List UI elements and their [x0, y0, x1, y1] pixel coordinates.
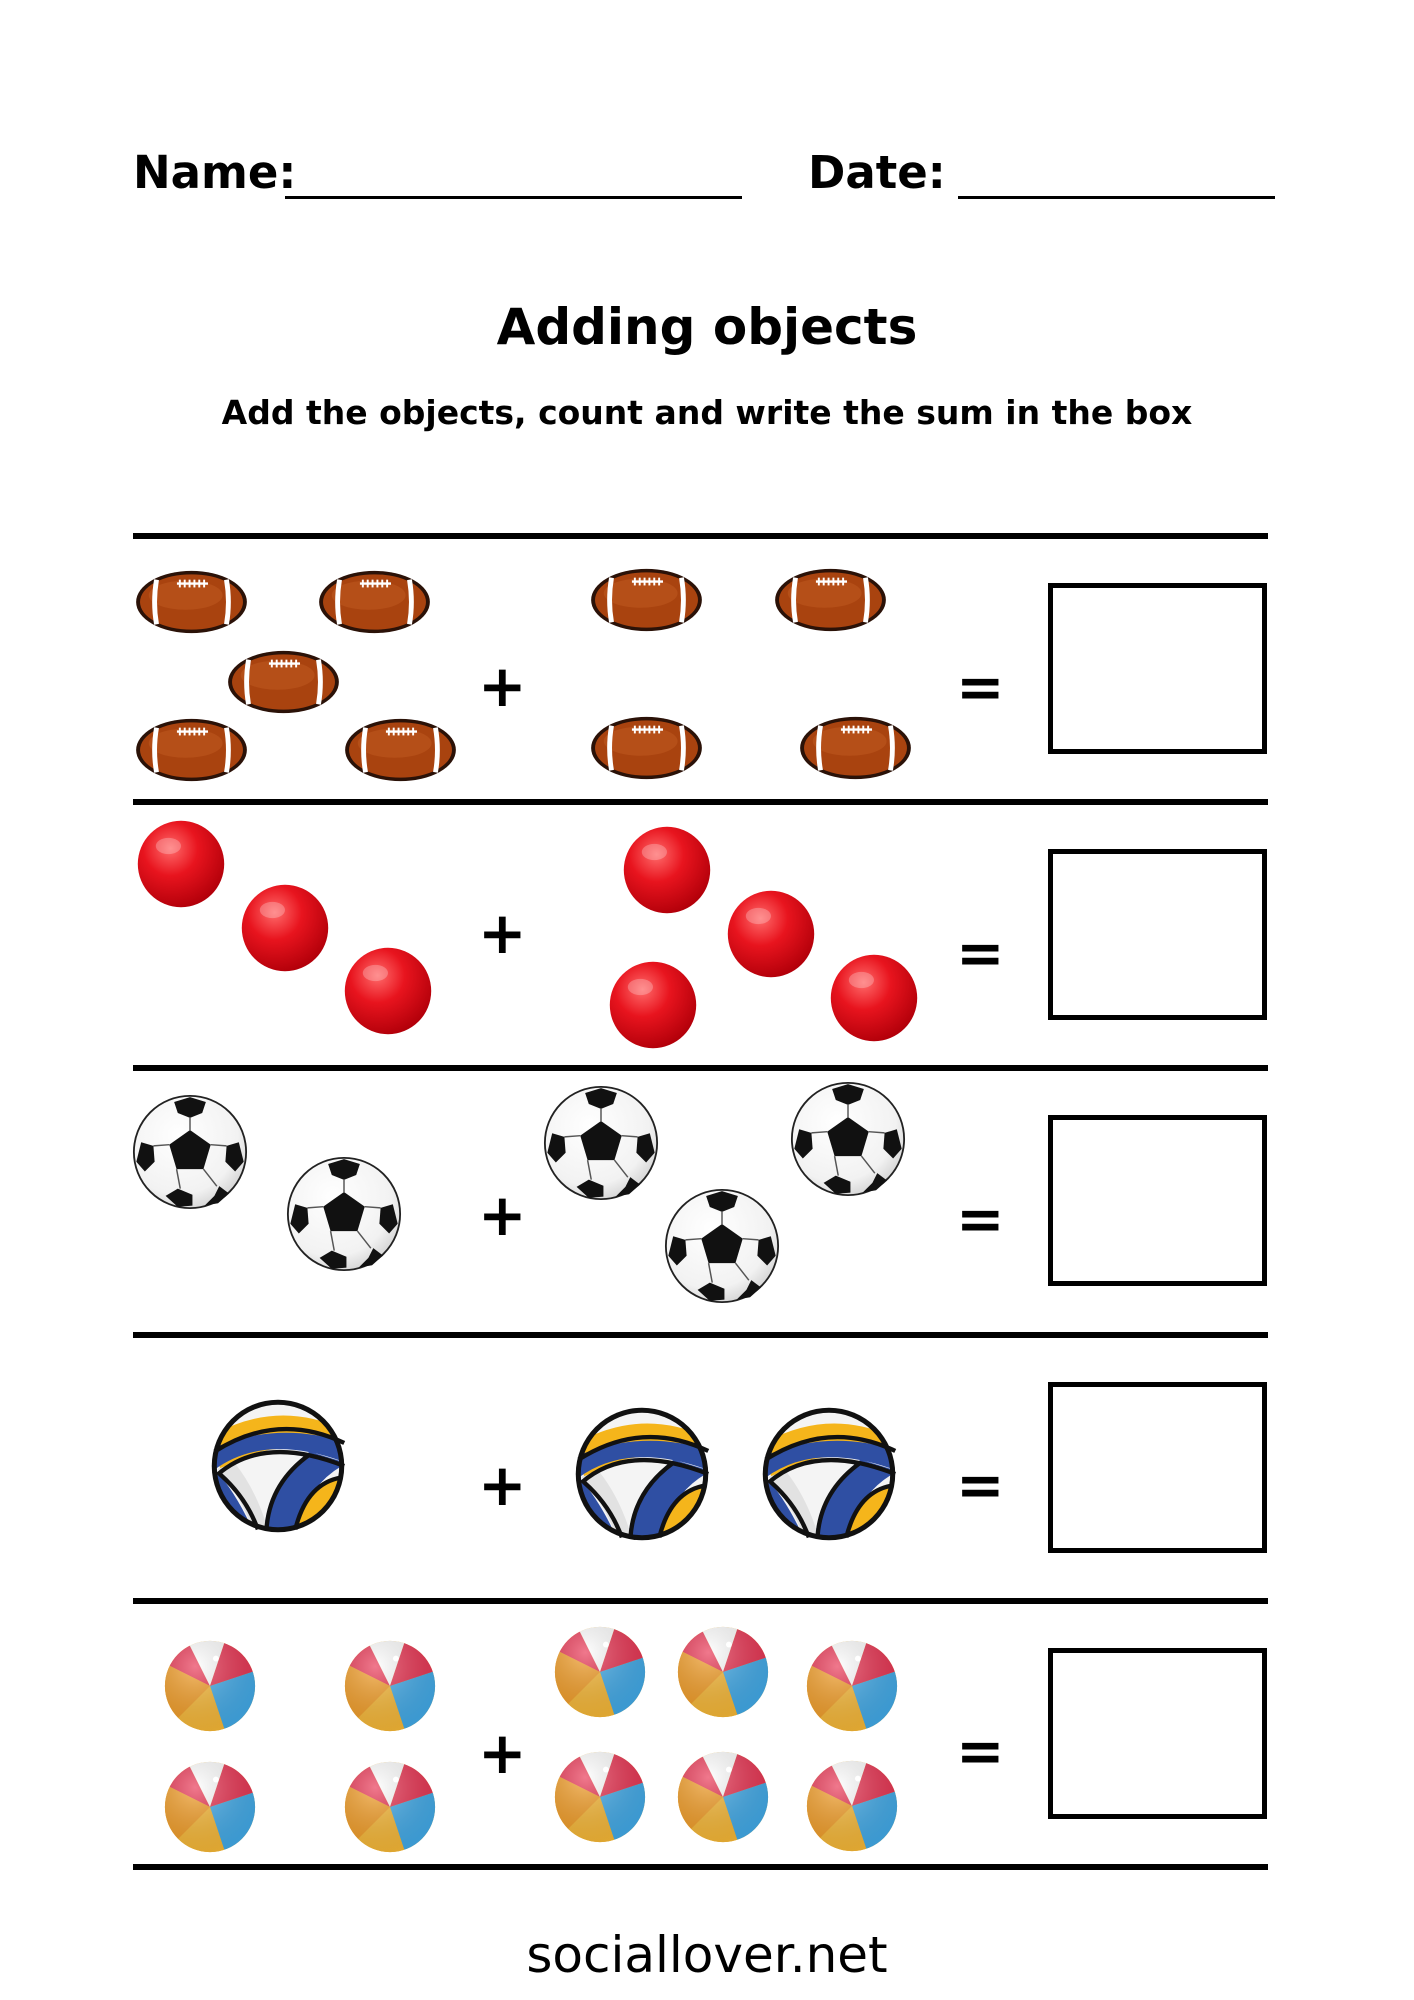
row-divider — [133, 799, 1268, 805]
row-divider — [133, 1864, 1268, 1870]
equals-sign: = — [956, 1717, 1005, 1785]
american-football-icon — [797, 714, 914, 782]
beach-ball-icon — [341, 1758, 439, 1856]
beach-ball-icon — [341, 1637, 439, 1735]
soccer-ball-icon — [540, 1082, 662, 1204]
red-ball-icon — [240, 883, 330, 973]
worksheet-title: Adding objects — [496, 298, 918, 356]
plus-sign: + — [478, 652, 527, 720]
problem-row: + = — [0, 0, 1414, 260]
equals-sign: = — [956, 919, 1005, 987]
plus-sign: + — [478, 1719, 527, 1787]
answer-box[interactable] — [1048, 1115, 1267, 1286]
footer-site: sociallover.net — [526, 1926, 888, 1984]
name-line[interactable] — [285, 196, 742, 199]
answer-box[interactable] — [1048, 1648, 1267, 1819]
problem-row: + = — [0, 0, 1414, 260]
american-football-icon — [133, 716, 250, 784]
red-ball-icon — [829, 953, 919, 1043]
volleyball-icon — [570, 1402, 714, 1546]
beach-ball-icon — [674, 1623, 772, 1721]
answer-box[interactable] — [1048, 849, 1267, 1020]
row-divider — [133, 1598, 1268, 1604]
date-label: Date: — [808, 146, 946, 199]
american-football-icon — [772, 566, 889, 634]
soccer-ball-icon — [283, 1153, 405, 1275]
problem-row: + = — [0, 0, 1414, 260]
soccer-ball-icon — [129, 1091, 251, 1213]
american-football-icon — [588, 714, 705, 782]
row-divider — [133, 533, 1268, 539]
answer-box[interactable] — [1048, 583, 1267, 754]
beach-ball-icon — [161, 1758, 259, 1856]
red-ball-icon — [136, 819, 226, 909]
american-football-icon — [342, 716, 459, 784]
problem-row: + = — [0, 0, 1414, 1553]
equals-sign: = — [956, 1451, 1005, 1519]
red-ball-icon — [622, 825, 712, 915]
soccer-ball-icon — [661, 1185, 783, 1307]
worksheet-instruction: Add the objects, count and write the sum… — [221, 393, 1193, 432]
volleyball-icon — [206, 1394, 350, 1538]
american-football-icon — [316, 568, 433, 636]
plus-sign: + — [478, 1181, 527, 1249]
volleyball-icon — [757, 1402, 901, 1546]
plus-sign: + — [478, 1451, 527, 1519]
row-divider — [133, 1065, 1268, 1071]
beach-ball-icon — [161, 1637, 259, 1735]
equals-sign: = — [956, 653, 1005, 721]
beach-ball-icon — [551, 1623, 649, 1721]
plus-sign: + — [478, 899, 527, 967]
soccer-ball-icon — [787, 1078, 909, 1200]
american-football-icon — [133, 568, 250, 636]
problem-row: + = — [0, 0, 1414, 260]
beach-ball-icon — [803, 1757, 901, 1855]
name-label: Name: — [133, 146, 297, 199]
beach-ball-icon — [803, 1637, 901, 1735]
date-line[interactable] — [958, 196, 1275, 199]
american-football-icon — [588, 566, 705, 634]
american-football-icon — [225, 648, 342, 716]
red-ball-icon — [343, 946, 433, 1036]
red-ball-icon — [608, 960, 698, 1050]
beach-ball-icon — [674, 1748, 772, 1846]
beach-ball-icon — [551, 1748, 649, 1846]
red-ball-icon — [726, 889, 816, 979]
answer-box[interactable] — [1048, 1382, 1267, 1553]
equals-sign: = — [956, 1185, 1005, 1253]
row-divider — [133, 1332, 1268, 1338]
